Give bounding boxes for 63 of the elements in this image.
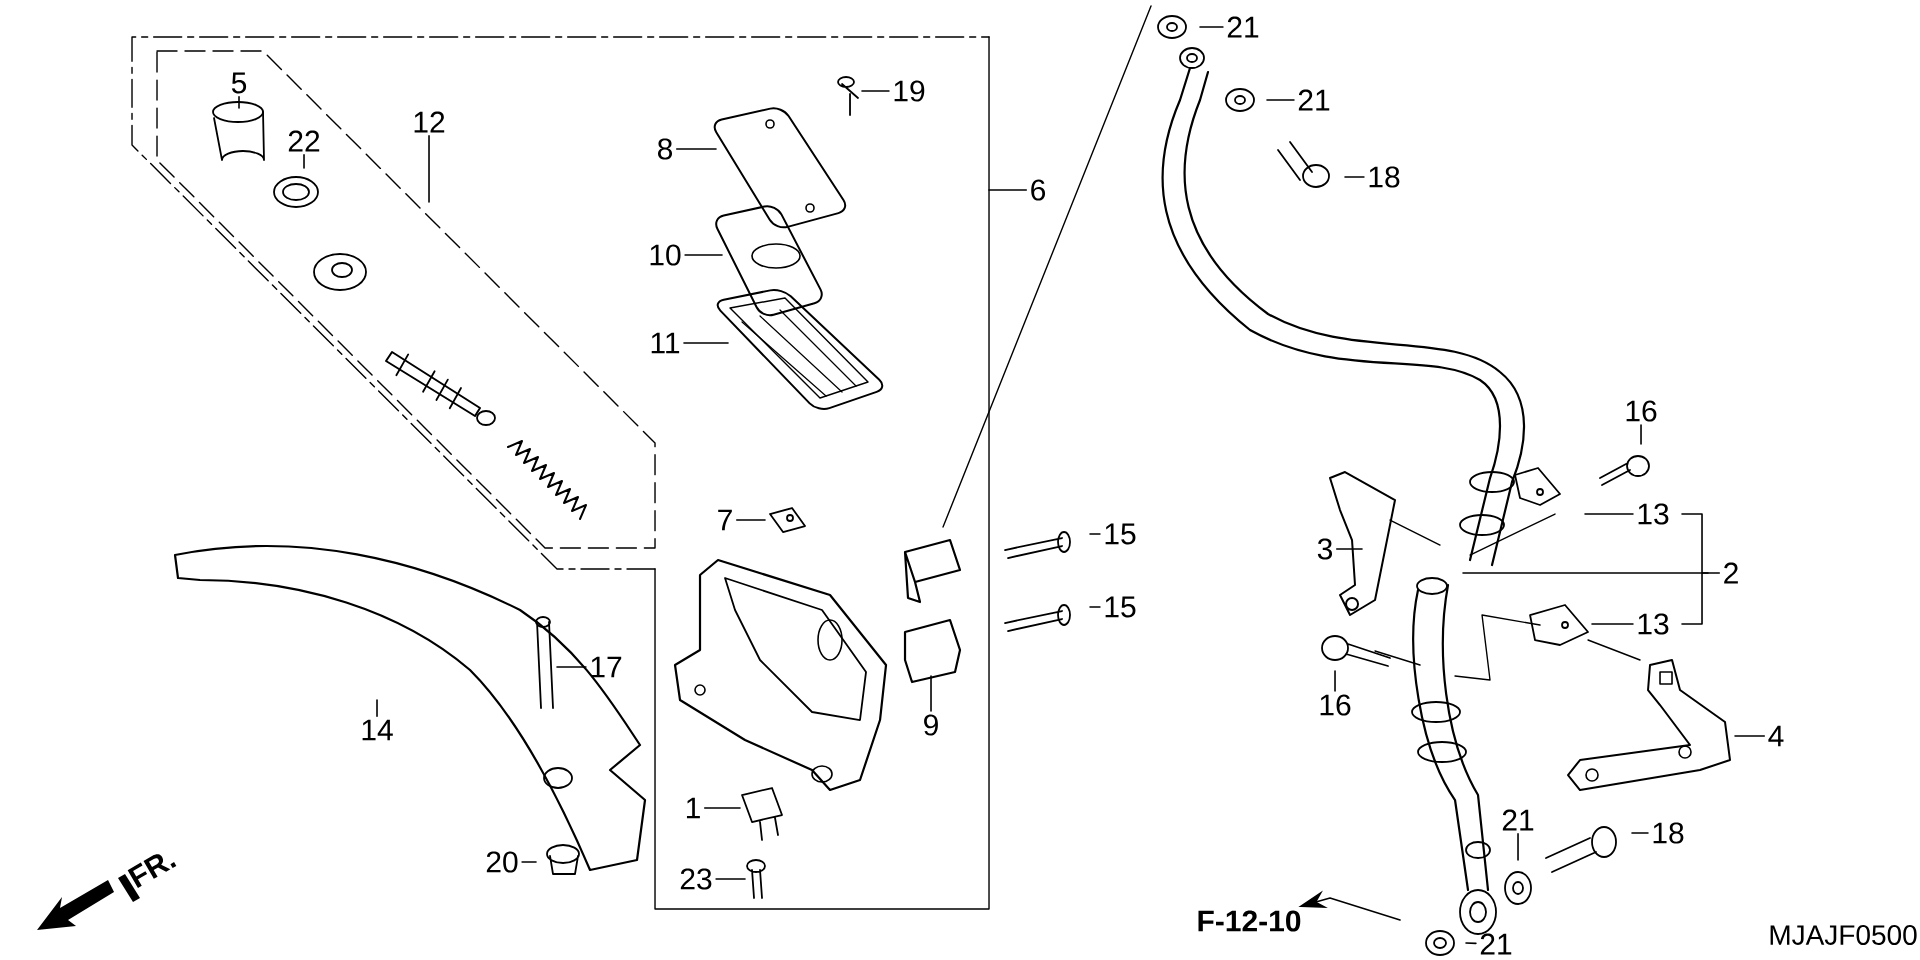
leader-line	[1089, 533, 1101, 535]
leader-line	[1640, 424, 1642, 445]
callout-number: 16	[1626, 400, 1657, 422]
callout-number: 15	[1105, 596, 1136, 618]
leader-line	[238, 96, 240, 109]
leader-line	[556, 666, 587, 668]
leader-line	[1344, 176, 1365, 178]
callout-number: 12	[414, 111, 445, 133]
callout-number: 7	[718, 509, 732, 531]
leader-line	[930, 675, 932, 712]
callout-number: 4	[1768, 725, 1784, 747]
callout-number: 19	[894, 80, 925, 102]
direction-label: FR.	[127, 854, 177, 889]
callout-number: 15	[1105, 523, 1136, 545]
leader-line	[675, 148, 717, 150]
callout-number: 13	[1638, 503, 1669, 525]
leader-line	[715, 878, 746, 880]
leader-line	[1517, 833, 1519, 861]
leader-line	[683, 342, 729, 344]
drawing-code: MJAJF0500	[1770, 925, 1917, 945]
callout-number: 3	[1317, 538, 1333, 560]
leader-line	[1734, 735, 1766, 737]
callout-number: 21	[1227, 16, 1259, 38]
leader-line	[988, 189, 1028, 191]
callout-number: 21	[1298, 89, 1330, 111]
callout-number: 10	[650, 244, 681, 266]
leader-line	[1631, 832, 1649, 834]
leader-line	[376, 699, 378, 718]
leader-line	[684, 254, 723, 256]
leader-line	[861, 90, 890, 92]
callout-number: 18	[1369, 166, 1400, 188]
callout-number: 21	[1502, 809, 1534, 831]
callout-number: 14	[362, 719, 393, 741]
callout-number: 9	[924, 714, 938, 736]
leader-line	[1199, 26, 1224, 28]
callout-number: 1	[686, 797, 700, 819]
leader-line	[1089, 606, 1101, 608]
callout-number: 23	[680, 868, 712, 890]
leader-line	[735, 519, 766, 521]
leader-line	[1591, 623, 1634, 625]
leader-line	[1266, 99, 1295, 101]
leader-line	[521, 861, 537, 863]
leader-line	[1584, 513, 1634, 515]
callout-number: 5	[231, 72, 247, 94]
leader-line	[1462, 572, 1721, 574]
callout-number: 11	[651, 332, 680, 354]
callout-number: 16	[1320, 694, 1351, 716]
leader-line	[703, 807, 741, 809]
leader-line	[303, 154, 305, 169]
callout-number: 18	[1653, 822, 1684, 844]
callout-number: 8	[658, 138, 673, 160]
callout-number: 17	[591, 656, 622, 678]
callout-number: 6	[1031, 179, 1046, 201]
callout-number: 21	[1480, 933, 1512, 955]
leader-line	[428, 135, 430, 203]
leader-line	[1465, 942, 1477, 945]
leader-line	[1334, 670, 1336, 692]
leader-line	[1335, 548, 1363, 550]
callout-number: 22	[288, 130, 320, 152]
callout-number: 20	[486, 851, 518, 873]
callout-number: 2	[1724, 562, 1738, 584]
callout-number: 13	[1638, 613, 1669, 635]
reference-label: F-12-10	[1198, 910, 1301, 932]
